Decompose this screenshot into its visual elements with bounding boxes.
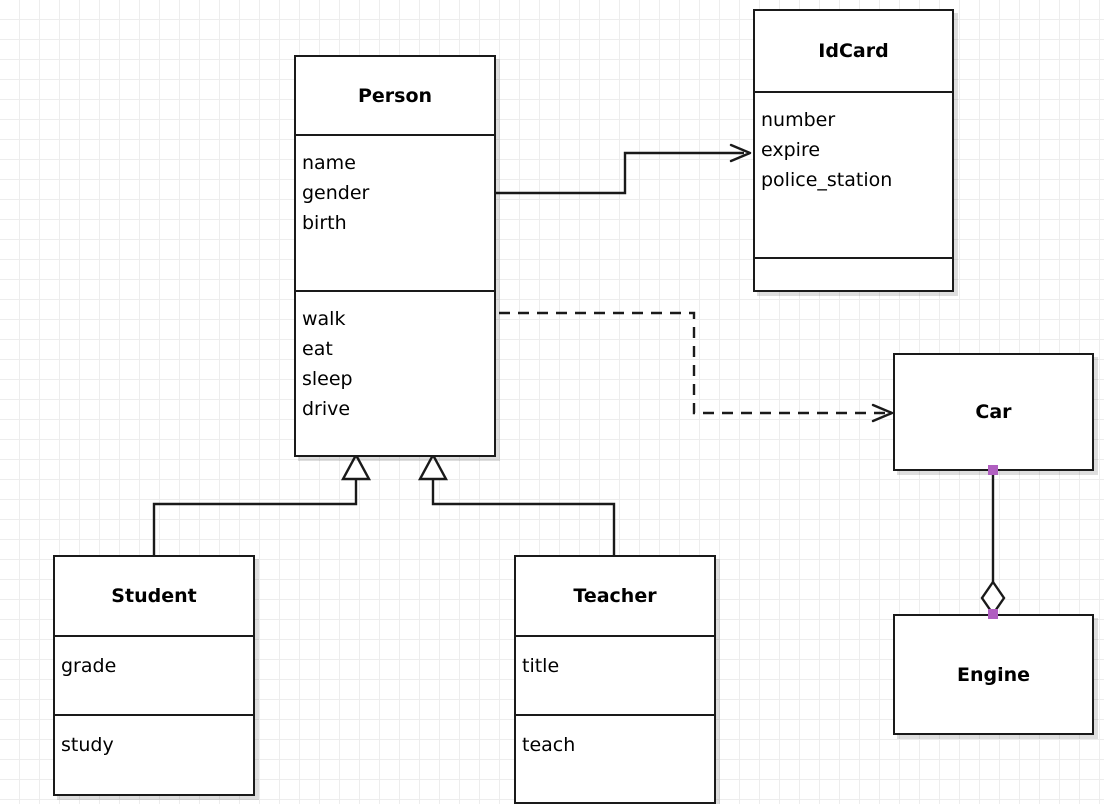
class-box-student[interactable]: Student grade study bbox=[53, 555, 255, 796]
class-title-engine: Engine bbox=[956, 663, 1031, 686]
attribute-item: number bbox=[761, 109, 836, 131]
edge-car-engine[interactable] bbox=[980, 470, 1006, 617]
class-box-engine[interactable]: Engine bbox=[893, 614, 1094, 735]
class-title-car: Car bbox=[975, 401, 1012, 423]
class-box-teacher[interactable]: Teacher title teach bbox=[514, 555, 716, 804]
edge-person-car[interactable] bbox=[499, 311, 894, 423]
class-attributes-teacher: title bbox=[516, 635, 714, 714]
operation-item: walk bbox=[302, 307, 346, 330]
class-box-person[interactable]: Person name gender birth walk eat sleep … bbox=[294, 55, 496, 457]
class-operations-idcard bbox=[755, 257, 952, 290]
class-operations-person: walk eat sleep drive bbox=[296, 289, 494, 455]
attribute-item: birth bbox=[302, 212, 347, 235]
attribute-item: grade bbox=[61, 655, 117, 677]
operation-item: sleep bbox=[302, 367, 353, 390]
connector-handle-car-bottom[interactable] bbox=[988, 465, 998, 475]
class-operations-teacher: teach bbox=[516, 714, 714, 802]
edge-teacher-person[interactable] bbox=[417, 452, 616, 555]
class-box-car[interactable]: Car bbox=[893, 353, 1094, 471]
edge-person-idcard[interactable] bbox=[494, 143, 752, 195]
attribute-item: gender bbox=[302, 182, 370, 205]
operation-item: study bbox=[61, 734, 114, 756]
edge-student-person[interactable] bbox=[152, 452, 372, 555]
operation-item: drive bbox=[302, 397, 351, 420]
attribute-item: name bbox=[302, 152, 356, 175]
class-operations-student: study bbox=[55, 714, 253, 794]
class-attributes-idcard: number expire police_station bbox=[755, 91, 952, 257]
class-title-person: Person bbox=[357, 84, 433, 107]
class-box-idcard[interactable]: IdCard number expire police_station bbox=[753, 9, 954, 292]
class-attributes-student: grade bbox=[55, 635, 253, 714]
class-title-teacher: Teacher bbox=[573, 585, 657, 607]
class-title-idcard: IdCard bbox=[818, 40, 889, 62]
attribute-item: expire bbox=[761, 139, 821, 161]
class-title-student: Student bbox=[111, 585, 197, 607]
connector-handle-engine-top[interactable] bbox=[988, 609, 998, 619]
attribute-item: police_station bbox=[761, 169, 893, 191]
attribute-item: title bbox=[522, 655, 560, 677]
operation-item: teach bbox=[522, 734, 576, 756]
operation-item: eat bbox=[302, 337, 333, 360]
class-attributes-person: name gender birth bbox=[296, 134, 494, 289]
